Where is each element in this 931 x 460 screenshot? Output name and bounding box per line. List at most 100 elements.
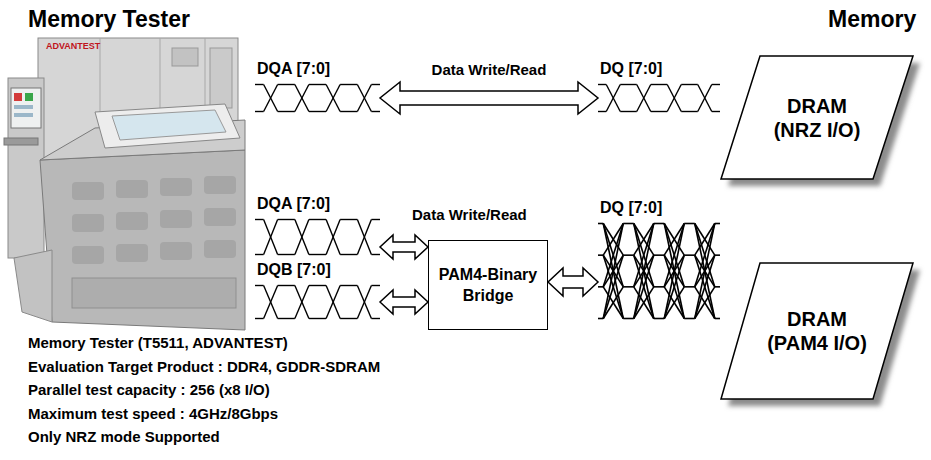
eye-trace	[667, 85, 681, 112]
eye-trace	[664, 287, 684, 319]
dram-block: DRAM (NRZ I/O)	[720, 55, 914, 180]
eye-trace	[623, 254, 634, 256]
eye-trace	[598, 318, 603, 320]
eye-trace	[357, 286, 371, 319]
eye-trace	[340, 318, 357, 319]
signal-name: DQA [7:0]	[257, 59, 330, 79]
eye-trace	[278, 318, 295, 319]
eye-trace	[681, 111, 698, 112]
eye-trace	[309, 219, 326, 220]
eye-trace	[695, 224, 715, 319]
eye-trace	[667, 85, 681, 112]
eye-trace	[295, 220, 309, 255]
eye-trace	[340, 254, 357, 255]
eye-trace	[264, 286, 278, 319]
eye-trace	[634, 255, 654, 318]
eye-trace	[695, 224, 715, 287]
eye-trace	[603, 224, 623, 319]
block-label: DRAM (PAM4 I/O)	[763, 307, 871, 355]
eye-trace	[606, 85, 620, 112]
eye-trace	[651, 84, 668, 85]
eye-trace	[255, 318, 264, 319]
data-flow-arrow	[380, 290, 428, 314]
eye-trace	[357, 286, 371, 319]
nrz-eye-pattern: DQ [7:0]	[598, 83, 720, 113]
eye-trace	[664, 255, 684, 318]
eye-trace	[654, 223, 665, 225]
eye-trace	[295, 85, 309, 112]
eye-trace	[715, 286, 720, 288]
eye-trace	[309, 254, 326, 255]
eye-trace	[684, 286, 695, 288]
eye-trace	[326, 220, 340, 255]
eye-trace	[698, 85, 712, 112]
eye-trace	[295, 286, 309, 319]
data-flow-arrow	[380, 235, 428, 259]
data-flow-arrow	[548, 268, 598, 296]
eye-trace	[634, 224, 654, 319]
data-flow-arrow	[380, 82, 598, 114]
eye-trace	[340, 219, 357, 220]
eye-trace	[634, 287, 654, 319]
dram-block: DRAM (PAM4 I/O)	[720, 262, 914, 400]
eye-trace	[695, 255, 715, 318]
eye-trace	[715, 254, 720, 256]
eye-trace	[340, 111, 357, 112]
eye-trace	[637, 85, 651, 112]
eye-trace	[637, 85, 651, 112]
eye-trace	[651, 111, 668, 112]
nrz-eye-pattern: DQA [7:0]	[255, 218, 380, 256]
eye-trace	[620, 111, 637, 112]
eye-trace	[684, 254, 695, 256]
eye-trace	[264, 85, 278, 112]
eye-trace	[684, 223, 695, 225]
eye-trace	[255, 84, 264, 85]
eye-trace	[664, 224, 684, 287]
eye-trace	[598, 223, 603, 225]
eye-trace	[654, 286, 665, 288]
eye-outline	[255, 218, 380, 256]
operator-console	[4, 78, 44, 258]
eye-trace	[326, 85, 340, 112]
eye-trace	[371, 219, 380, 220]
eye-trace	[695, 224, 715, 319]
eye-trace	[695, 287, 715, 319]
spec-note: Parallel test capacity : 256 (x8 I/O)	[28, 381, 270, 398]
eye-trace	[255, 111, 264, 112]
eye-trace	[264, 286, 278, 319]
eye-outline	[255, 83, 380, 113]
eye-trace	[634, 224, 654, 319]
eye-trace	[278, 254, 295, 255]
flow-label: Data Write/Read	[430, 61, 549, 78]
eye-trace	[309, 285, 326, 286]
eye-trace	[623, 286, 634, 288]
spec-note: Memory Tester (T5511, ADVANTEST)	[28, 334, 288, 351]
eye-trace	[326, 286, 340, 319]
tester-front-panel	[14, 250, 52, 322]
eye-trace	[623, 223, 634, 225]
eye-trace	[623, 318, 634, 320]
signal-name: DQ [7:0]	[600, 59, 662, 79]
eye-trace	[255, 219, 264, 220]
eye-trace	[340, 285, 357, 286]
tester-main-body	[40, 104, 245, 330]
eye-trace	[309, 318, 326, 319]
eye-outline	[598, 83, 720, 113]
parallelogram-shape	[721, 56, 913, 179]
eye-trace	[620, 84, 637, 85]
parallelogram-shape	[721, 263, 913, 399]
eye-trace	[681, 84, 698, 85]
eye-trace	[598, 254, 603, 256]
eye-outline	[255, 284, 380, 320]
spec-note: Only NRZ mode Supported	[28, 428, 220, 445]
eye-trace	[634, 255, 654, 318]
brand-marking: ADVANTEST	[46, 41, 100, 51]
eye-trace	[295, 85, 309, 112]
block-label: DRAM (NRZ I/O)	[763, 94, 871, 142]
eye-trace	[664, 224, 684, 287]
eye-trace	[264, 85, 278, 112]
eye-trace	[255, 254, 264, 255]
eye-trace	[357, 85, 371, 112]
eye-trace	[603, 255, 623, 318]
bridge-box: PAM4-Binary Bridge	[428, 240, 548, 330]
